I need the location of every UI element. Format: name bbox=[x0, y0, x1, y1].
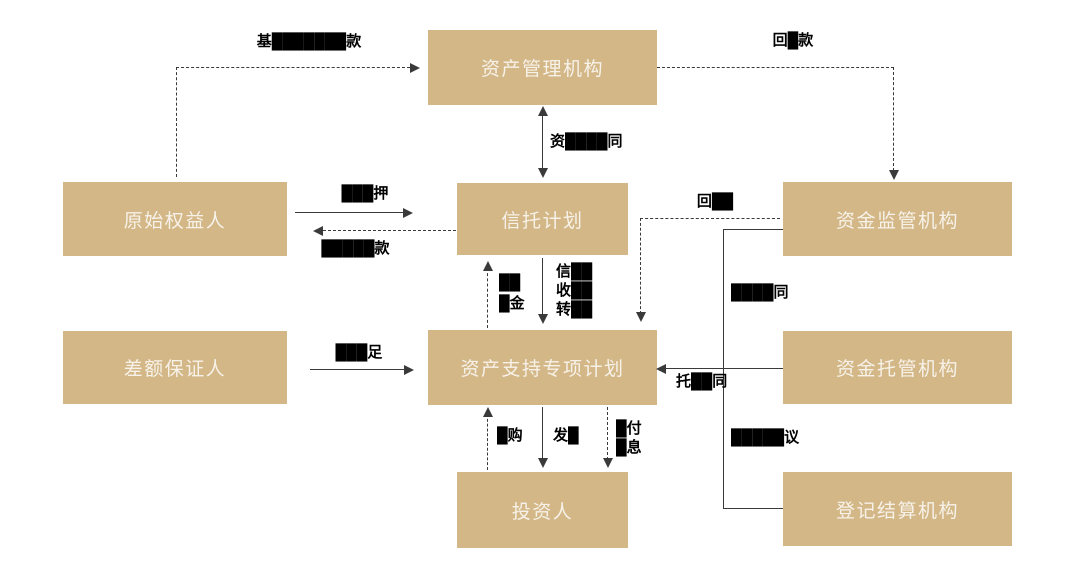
arrowhead-right-icon bbox=[403, 207, 413, 218]
connector-recovery-mid-vertical bbox=[640, 218, 641, 314]
edge-label-redeem-line2: █息 bbox=[616, 439, 642, 456]
node-original-holder-label: 原始权益人 bbox=[123, 210, 227, 232]
connector-shortfall bbox=[310, 369, 406, 370]
arrowhead-up-icon bbox=[537, 106, 548, 116]
edge-label-trust-transfer-line2: 收██ bbox=[556, 282, 593, 299]
arrowhead-down-icon bbox=[602, 458, 613, 468]
edge-label-pledge: ███押 bbox=[341, 185, 389, 202]
node-asset-manager-label: 资产管理机构 bbox=[480, 59, 604, 80]
edge-label-custody-contract: 托██同 bbox=[676, 373, 728, 390]
connector-spine-vertical bbox=[723, 229, 724, 509]
connector-spine-bottom bbox=[723, 508, 783, 509]
edge-label-fund-line2: █金 bbox=[499, 295, 525, 312]
arrowhead-right-icon bbox=[410, 62, 420, 73]
connector-redeem bbox=[607, 407, 608, 460]
node-trust-plan: 信托计划 bbox=[457, 183, 628, 255]
connector-issue bbox=[542, 407, 543, 460]
edge-label-trust-transfer-line1: 信██ bbox=[556, 263, 593, 280]
connector-trust-transfer bbox=[542, 258, 543, 316]
arrowhead-down-icon bbox=[537, 314, 548, 324]
edge-label-supervision-contract: ████同 bbox=[731, 284, 789, 301]
edge-label-subscribe: █购 bbox=[497, 427, 523, 444]
connector-subscribe bbox=[487, 414, 488, 470]
node-guarantor: 差额保证人 bbox=[63, 331, 287, 404]
node-abs-plan-label: 资产支持专项计划 bbox=[460, 359, 625, 380]
node-fund-supervisor-label: 资金监管机构 bbox=[835, 210, 959, 232]
node-fund-custodian-label: 资金托管机构 bbox=[835, 359, 959, 380]
node-guarantor-label: 差额保证人 bbox=[123, 359, 227, 380]
arrowhead-left-icon bbox=[656, 363, 666, 374]
edge-label-trust-transfer-line3: 转██ bbox=[556, 301, 593, 318]
connector-loan bbox=[323, 230, 456, 231]
connector-recovery-top-horizontal bbox=[657, 67, 894, 68]
node-original-holder: 原始权益人 bbox=[63, 182, 287, 256]
connector-recovery-mid-horizontal bbox=[640, 218, 780, 219]
node-fund-custodian: 资金托管机构 bbox=[783, 331, 1012, 404]
arrowhead-down-icon bbox=[537, 458, 548, 468]
arrowhead-left-icon bbox=[313, 225, 323, 236]
node-abs-plan: 资产支持专项计划 bbox=[428, 330, 657, 405]
node-investor: 投资人 bbox=[457, 472, 628, 548]
edge-label-fund: ██ █金 bbox=[499, 272, 525, 314]
node-investor-label: 投资人 bbox=[511, 501, 574, 523]
connector-spine-top bbox=[723, 229, 783, 230]
connector-recovery-top-vertical bbox=[893, 67, 894, 171]
edge-label-redeem-line1: █付 bbox=[616, 420, 642, 437]
edge-label-recovery-mid: 回██ bbox=[696, 193, 734, 210]
edge-label-loan: █████款 bbox=[321, 240, 390, 257]
arrowhead-down-icon bbox=[635, 312, 646, 322]
edge-label-management-contract: 资████同 bbox=[550, 133, 623, 150]
edge-label-trust-transfer: 信██ 收██ 转██ bbox=[556, 262, 592, 319]
edge-label-fund-line1: ██ bbox=[499, 274, 521, 291]
edge-label-settlement-agreement: █████议 bbox=[731, 429, 800, 446]
node-asset-manager: 资产管理机构 bbox=[428, 30, 657, 105]
node-registrar: 登记结算机构 bbox=[783, 472, 1012, 546]
connector-fund-up bbox=[487, 268, 488, 328]
arrowhead-down-icon bbox=[537, 168, 548, 178]
edge-label-shortfall: ███足 bbox=[335, 344, 383, 361]
connector-pledge bbox=[295, 212, 405, 213]
connector-management-contract bbox=[542, 114, 543, 170]
node-fund-supervisor: 资金监管机构 bbox=[783, 182, 1012, 256]
node-trust-plan-label: 信托计划 bbox=[501, 210, 584, 232]
edge-label-collection: 基███████款 bbox=[256, 33, 362, 50]
arrowhead-down-icon bbox=[888, 170, 899, 180]
edge-label-redeem: █付 █息 bbox=[616, 419, 642, 457]
edge-label-issue: 发█ bbox=[553, 427, 579, 444]
node-registrar-label: 登记结算机构 bbox=[835, 500, 959, 522]
connector-collection-horizontal bbox=[176, 67, 410, 68]
connector-custody bbox=[665, 368, 783, 369]
edge-label-recovery-top: 回█款 bbox=[772, 32, 814, 49]
connector-collection-vertical bbox=[176, 67, 177, 177]
arrowhead-right-icon bbox=[404, 364, 414, 375]
arrowhead-up-icon bbox=[482, 407, 493, 417]
arrowhead-up-icon bbox=[482, 261, 493, 271]
